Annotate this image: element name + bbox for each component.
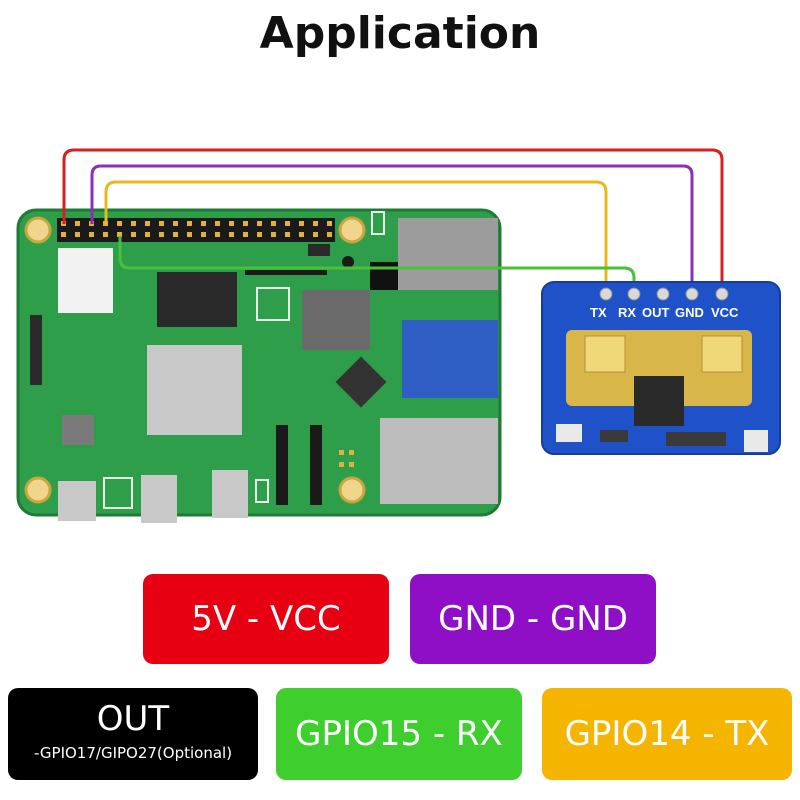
rx-wire [118,236,636,292]
raspberry-pi-board [16,208,502,523]
pin-label-vcc: VCC [711,305,739,320]
wires [62,148,724,292]
vcc-wire [62,148,724,292]
legend-tx: GPIO14 - TX [542,688,792,780]
page-title: Application [259,8,541,59]
legend-tx-label: GPIO14 - TX [564,714,770,754]
pin-label-rx: RX [618,305,637,320]
pin-label-out: OUT [642,305,670,320]
legend-vcc: 5V - VCC [143,574,389,664]
legend-vcc-label: 5V - VCC [191,599,341,639]
legend-gnd-label: GND - GND [438,599,628,639]
sensor-pin-labels: TX RX OUT GND VCC [590,305,750,325]
radar-sensor-module [541,281,781,455]
gnd-wire [90,164,694,292]
pin-label-gnd: GND [675,305,704,320]
legend-rx-label: GPIO15 - RX [295,714,503,754]
legend-rx: GPIO15 - RX [276,688,522,780]
tx-wire [104,180,608,292]
legend-out: OUT -GPIO17/GIPO27(Optional) [8,688,258,780]
pin-label-tx: TX [590,305,607,320]
legend-gnd: GND - GND [410,574,656,664]
legend-out-label: OUT [96,699,170,739]
legend-out-sublabel: -GPIO17/GIPO27(Optional) [33,744,233,762]
